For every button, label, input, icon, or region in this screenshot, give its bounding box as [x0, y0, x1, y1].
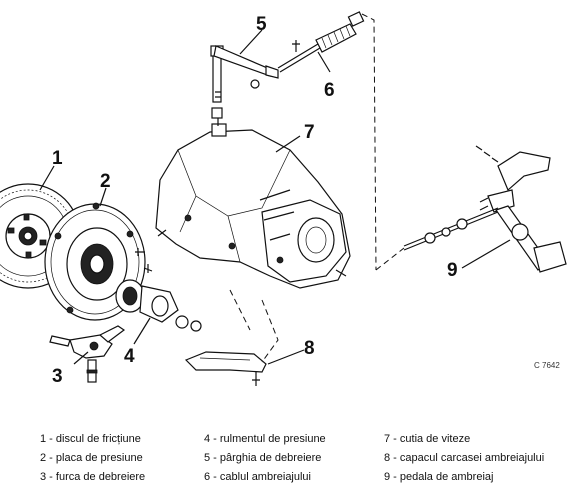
callout-6: 6	[324, 80, 335, 101]
legend-item: 9 - pedala de ambreiaj	[384, 471, 494, 483]
release-lever	[210, 45, 279, 119]
legend-column-3: 7 - cutia de viteze 8 - capacul carcasei…	[384, 430, 544, 487]
callout-2: 2	[100, 171, 111, 192]
legend-column-1: 1 - discul de fricțiune 2 - placa de pre…	[40, 430, 145, 487]
legend-item: 8 - capacul carcasei ambreiajului	[384, 452, 545, 464]
release-bearing	[115, 248, 202, 332]
callout-4: 4	[124, 346, 135, 367]
housing-cover	[184, 289, 279, 386]
legend-item: 6 - cablul ambreiajului	[204, 471, 311, 483]
clutch-pedal	[375, 145, 567, 273]
callout-3: 3	[52, 366, 63, 387]
figure-code: C 7642	[534, 361, 560, 370]
callout-8: 8	[304, 338, 315, 359]
leader-lines	[39, 29, 511, 365]
callout-1: 1	[52, 148, 63, 169]
callout-5: 5	[256, 14, 267, 35]
clutch-cable	[277, 11, 377, 271]
callout-7: 7	[304, 122, 315, 143]
legend: 1 - discul de fricțiune 2 - placa de pre…	[0, 418, 575, 495]
friction-disc	[0, 183, 81, 289]
release-fork	[49, 325, 126, 383]
legend-column-2: 4 - rulmentul de presiune 5 - pârghia de…	[204, 430, 326, 487]
legend-item: 1 - discul de fricțiune	[40, 433, 141, 445]
clutch-assembly-diagram: 1 2 3 4 5 6 7 8 9 C 7642	[0, 11, 567, 387]
legend-item: 4 - rulmentul de presiune	[204, 433, 326, 445]
legend-item: 7 - cutia de viteze	[384, 433, 471, 445]
gearbox	[155, 118, 351, 289]
legend-item: 3 - furca de debreiere	[40, 471, 146, 483]
legend-item: 5 - pârghia de debreiere	[204, 452, 322, 464]
callout-9: 9	[447, 260, 458, 281]
legend-item: 2 - placa de presiune	[40, 452, 143, 464]
